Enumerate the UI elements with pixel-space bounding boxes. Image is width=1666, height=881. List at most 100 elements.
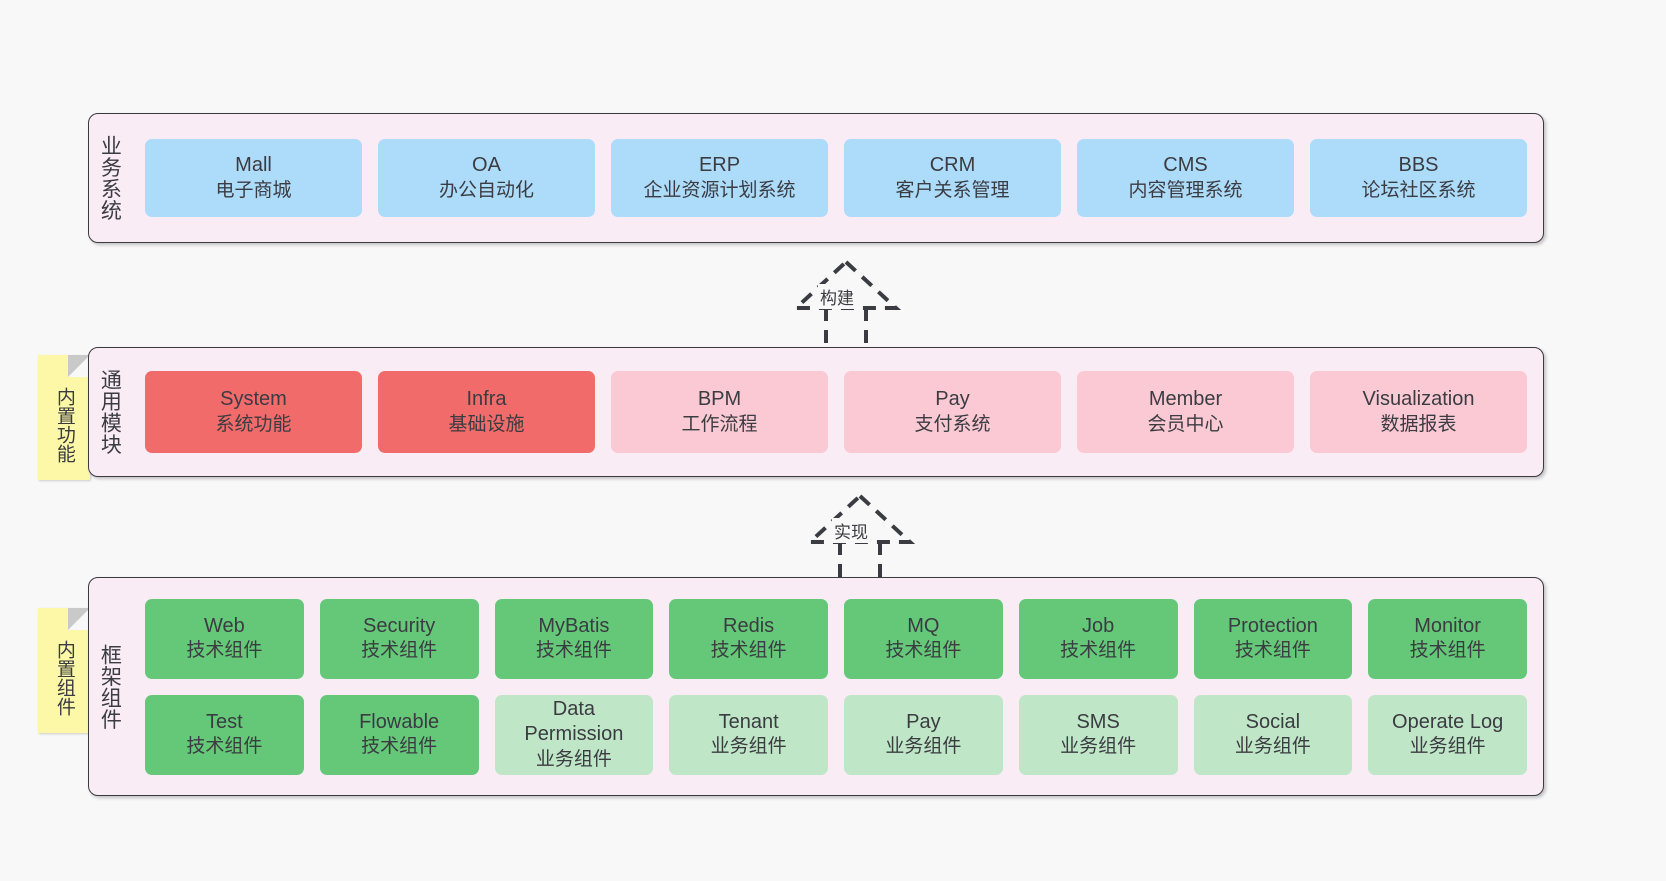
module-name: System [220,388,287,411]
connector-build: 构建 [758,258,938,348]
layer-framework-components[interactable]: 框架组件 Web 技术组件 Security 技术组件 MyBatis 技术组件… [88,577,1544,796]
layer-common-modules-body: System 系统功能 Infra 基础设施 BPM 工作流程 Pay 支付系统… [129,348,1543,476]
module-name: Infra [466,388,507,411]
module-desc: 业务组件 [710,736,787,758]
common-modules-row: System 系统功能 Infra 基础设施 BPM 工作流程 Pay 支付系统… [145,371,1527,453]
module-box-pay[interactable]: Pay 支付系统 [844,371,1061,453]
module-box-pay-component[interactable]: Pay 业务组件 [844,694,1003,775]
module-name: ERP [698,154,741,177]
module-desc: 客户关系管理 [895,179,1010,201]
module-name: Data Permission [524,697,624,746]
module-desc: 技术组件 [361,640,438,662]
module-desc: 会员中心 [1147,413,1224,435]
module-box-bpm[interactable]: BPM 工作流程 [611,371,828,453]
module-name: Pay [935,388,970,411]
module-name: Security [363,614,436,637]
module-desc: 业务组件 [1234,736,1311,758]
module-name: Flowable [359,710,440,733]
module-box-crm[interactable]: CRM 客户关系管理 [844,139,1061,217]
module-desc: 工作流程 [681,413,758,435]
connector-implement: 实现 [772,492,952,582]
module-desc: 技术组件 [885,640,962,662]
module-name: CMS [1163,154,1208,177]
module-name: Job [1082,614,1115,637]
connector-implement-label: 实现 [832,518,870,543]
module-desc: 基础设施 [448,413,525,435]
module-box-operate-log[interactable]: Operate Log 业务组件 [1368,694,1527,775]
module-box-cms[interactable]: CMS 内容管理系统 [1077,139,1294,217]
layer-business-systems-body: Mall 电子商城 OA 办公自动化 ERP 企业资源计划系统 CRM 客户关系… [129,114,1543,242]
module-name: BPM [697,388,742,411]
module-box-protection[interactable]: Protection 技术组件 [1193,598,1353,679]
sticky-note-builtin-features[interactable]: 内置功能 [38,355,90,480]
module-box-flowable[interactable]: Flowable 技术组件 [319,694,479,775]
module-box-data-permission[interactable]: Data Permission 业务组件 [494,694,654,775]
module-name: Protection [1227,614,1318,637]
module-box-mall[interactable]: Mall 电子商城 [145,139,362,217]
module-name: Social [1245,710,1301,733]
module-box-web[interactable]: Web 技术组件 [145,598,304,679]
sticky-note-builtin-components[interactable]: 内置组件 [38,608,90,733]
layer-common-modules-title: 通用模块 [98,369,122,455]
module-desc: 技术组件 [186,736,263,758]
module-box-mq[interactable]: MQ 技术组件 [844,598,1003,679]
module-desc: 内容管理系统 [1128,179,1243,201]
module-name: Redis [723,614,775,637]
module-box-infra[interactable]: Infra 基础设施 [378,371,595,453]
module-desc: 论坛社区系统 [1361,179,1476,201]
module-name: CRM [929,154,976,177]
module-name: Pay [906,710,941,733]
sticky-note-label: 内置功能 [53,386,75,463]
module-name: OA [472,154,501,177]
module-name: BBS [1398,154,1439,177]
module-box-tenant[interactable]: Tenant 业务组件 [669,694,828,775]
module-desc: 业务组件 [885,736,962,758]
module-desc: 数据报表 [1380,413,1457,435]
module-box-member[interactable]: Member 会员中心 [1077,371,1294,453]
module-name: Member [1148,388,1223,411]
module-name: MQ [907,614,940,637]
module-name: Operate Log [1392,710,1504,733]
layer-business-systems[interactable]: 业务系统 Mall 电子商城 OA 办公自动化 ERP 企业资源计划系统 CRM… [88,113,1544,243]
module-box-erp[interactable]: ERP 企业资源计划系统 [611,139,828,217]
module-desc: 电子商城 [215,179,292,201]
connector-build-label: 构建 [818,284,856,309]
module-desc: 企业资源计划系统 [643,179,796,201]
module-box-sms[interactable]: SMS 业务组件 [1018,694,1178,775]
module-desc: 业务组件 [535,748,612,770]
framework-business-row: Test 技术组件 Flowable 技术组件 Data Permission … [145,694,1527,775]
module-box-bbs[interactable]: BBS 论坛社区系统 [1310,139,1527,217]
module-desc: 技术组件 [361,736,438,758]
module-box-test[interactable]: Test 技术组件 [145,694,304,775]
module-desc: 技术组件 [535,640,612,662]
module-desc: 支付系统 [914,413,991,435]
module-name: SMS [1076,710,1120,733]
module-name: Visualization [1362,388,1475,411]
module-desc: 业务组件 [1409,736,1486,758]
module-box-oa[interactable]: OA 办公自动化 [378,139,595,217]
module-name: Monitor [1414,614,1481,637]
module-box-mybatis[interactable]: MyBatis 技术组件 [494,598,654,679]
module-name: MyBatis [538,614,610,637]
module-desc: 技术组件 [1234,640,1311,662]
framework-tech-row: Web 技术组件 Security 技术组件 MyBatis 技术组件 Redi… [145,598,1527,679]
layer-common-modules[interactable]: 通用模块 System 系统功能 Infra 基础设施 BPM 工作流程 Pay… [88,347,1544,477]
module-desc: 业务组件 [1060,736,1137,758]
module-desc: 系统功能 [215,413,292,435]
module-desc: 技术组件 [1060,640,1137,662]
module-box-visualization[interactable]: Visualization 数据报表 [1310,371,1527,453]
module-desc: 技术组件 [1409,640,1486,662]
module-name: Mall [235,154,272,177]
module-box-security[interactable]: Security 技术组件 [319,598,479,679]
module-box-monitor[interactable]: Monitor 技术组件 [1368,598,1527,679]
layer-business-systems-title: 业务系统 [98,135,122,221]
module-box-social[interactable]: Social 业务组件 [1193,694,1353,775]
module-box-job[interactable]: Job 技术组件 [1018,598,1178,679]
layer-framework-components-title: 框架组件 [98,643,122,730]
module-desc: 技术组件 [186,640,263,662]
sticky-note-label: 内置组件 [53,639,75,716]
module-desc: 技术组件 [710,640,787,662]
module-box-system[interactable]: System 系统功能 [145,371,362,453]
module-box-redis[interactable]: Redis 技术组件 [669,598,828,679]
